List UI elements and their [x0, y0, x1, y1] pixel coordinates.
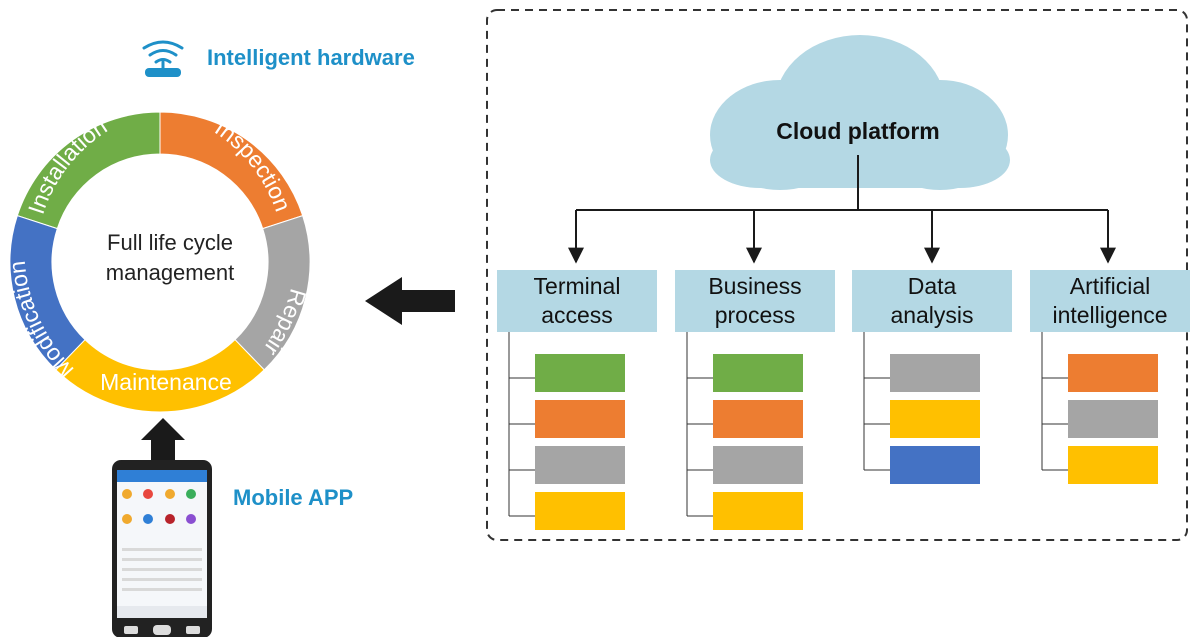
subitem-block-business-process-2	[713, 400, 803, 438]
cloud-connectors	[568, 155, 1116, 264]
segment-label-maintenance: Maintenance	[100, 369, 232, 395]
module-label-line2: access	[541, 302, 613, 328]
module-label-line2: process	[714, 302, 796, 328]
module-label-line1: Business	[708, 273, 802, 299]
subitem-block-data-analysis-1	[890, 354, 980, 392]
subitem-block-artificial-intelligence-2	[1068, 400, 1158, 438]
mobile-app-label: Mobile APP	[233, 485, 354, 510]
cycle-center-line1: Full life cycle	[107, 230, 233, 255]
module-box-business-process	[675, 270, 835, 332]
module-label-business-process: Business process	[675, 272, 835, 332]
module-label-line1: Artificial	[1069, 273, 1151, 299]
subitem-block-artificial-intelligence-3	[1068, 446, 1158, 484]
subitem-block-terminal-access-3	[535, 446, 625, 484]
module-label-line2: analysis	[890, 302, 974, 328]
ring-segment-modification	[9, 215, 86, 371]
subitem-block-terminal-access-4	[535, 492, 625, 530]
cloud-region-border	[486, 9, 1188, 541]
subitem-block-terminal-access-1	[535, 354, 625, 392]
smartphone-icon	[112, 460, 212, 637]
module-label-line1: Data	[907, 273, 957, 299]
life-cycle-ring	[9, 111, 311, 413]
module-box-data-analysis	[852, 270, 1012, 332]
cycle-center-line2: management	[105, 260, 235, 285]
cloud-platform-label: Cloud platform	[776, 118, 940, 144]
module-label-terminal-access: Terminal access	[497, 272, 657, 332]
module-label-line2: intelligence	[1052, 302, 1168, 328]
subitem-block-data-analysis-2	[890, 400, 980, 438]
cloud-to-cycle-arrow	[365, 277, 455, 325]
subitem-block-data-analysis-3	[890, 446, 980, 484]
cycle-center-title: Full life cycle management	[70, 228, 270, 288]
intelligent-hardware-label: Intelligent hardware	[207, 45, 415, 70]
module-label-data-analysis: Data analysis	[852, 272, 1012, 332]
subitem-block-business-process-3	[713, 446, 803, 484]
subitem-block-business-process-1	[713, 354, 803, 392]
module-box-terminal-access	[497, 270, 657, 332]
wifi-router-icon	[142, 40, 184, 77]
subitem-block-terminal-access-2	[535, 400, 625, 438]
module-subitems	[508, 332, 1158, 530]
module-label-artificial-intelligence: Artificial intelligence	[1030, 272, 1190, 332]
module-label-line1: Terminal	[533, 273, 621, 299]
cloud-shape	[710, 35, 1010, 190]
subitem-block-business-process-4	[713, 492, 803, 530]
subitem-block-artificial-intelligence-1	[1068, 354, 1158, 392]
module-box-artificial-intelligence	[1030, 270, 1190, 332]
phone-to-cycle-arrow	[141, 418, 185, 460]
